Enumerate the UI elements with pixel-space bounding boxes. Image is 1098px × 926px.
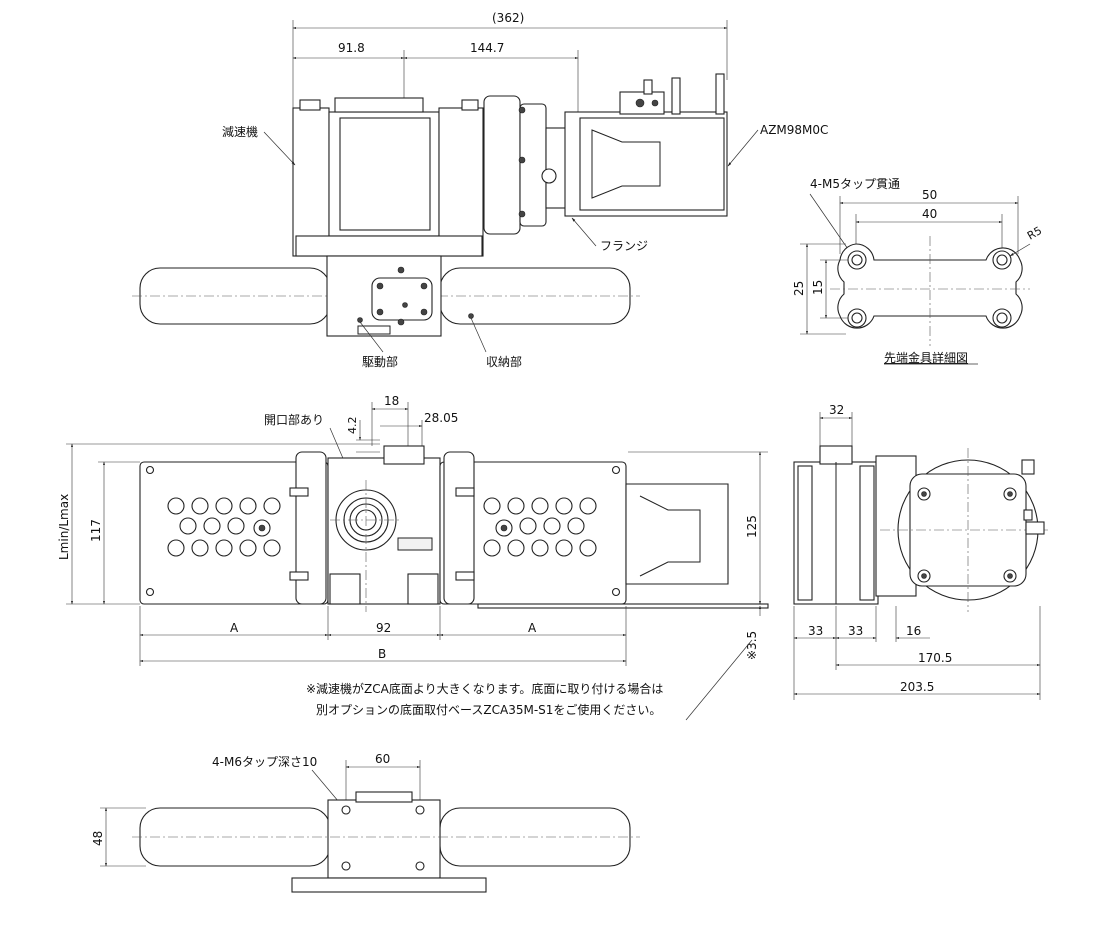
label-opening: 開口部あり: [264, 412, 324, 427]
dim-15: 15: [811, 280, 825, 295]
dim-3-5: ※3.5: [745, 631, 759, 660]
vent-holes-right: [483, 497, 597, 557]
label-tip-detail: 先端金具詳細図: [884, 350, 968, 365]
label-motor-model: AZM98M0C: [760, 123, 828, 137]
dim-203-5: 203.5: [900, 680, 934, 694]
dim-18: 18: [384, 394, 399, 408]
dim-overall: (362): [492, 11, 524, 25]
reducer-body: [292, 107, 330, 257]
dim-32: 32: [829, 403, 844, 417]
dim-117: 117: [89, 519, 103, 542]
dim-170-5: 170.5: [918, 651, 952, 665]
top-view: (362) 91.8 144.7: [132, 11, 828, 369]
dim-b: B: [378, 647, 386, 661]
note-line-1: ※減速機がZCA底面より大きくなります。底面に取り付ける場合は: [306, 681, 663, 696]
dim-91-8: 91.8: [338, 41, 365, 55]
dim-92: 92: [376, 621, 391, 635]
note-line-2: 別オプションの底面取付ベースZCA35M-S1をご使用ください。: [316, 702, 661, 717]
dim-40: 40: [922, 207, 937, 221]
side-view: 32 33 33 16 170.5 203.5: [793, 403, 1048, 700]
dim-4-2: 4.2: [346, 417, 359, 435]
dim-28-05: 28.05: [424, 411, 458, 425]
flange: [483, 95, 521, 235]
label-tap-m5: 4-M5タップ貫通: [810, 177, 900, 191]
dim-144-7: 144.7: [470, 41, 504, 55]
label-storage-unit: 収納部: [486, 354, 522, 369]
dim-50: 50: [922, 188, 937, 202]
tip-detail-view: 4-M5タップ貫通 50 40 R5 25 15 先端金具詳細図: [792, 177, 1044, 365]
front-view: 開口部あり 18 28.05 4.2 Lmin/Lmax 117: [57, 394, 769, 721]
dim-33-b: 33: [848, 624, 863, 638]
vent-holes-left: [167, 497, 281, 557]
label-flange: フランジ: [600, 239, 648, 253]
dim-125: 125: [745, 515, 759, 538]
dim-lmin-lmax: Lmin/Lmax: [57, 494, 71, 560]
dim-r5: R5: [1025, 224, 1044, 243]
dim-a-right: A: [528, 621, 537, 635]
dim-a-left: A: [230, 621, 239, 635]
dim-60: 60: [375, 752, 390, 766]
label-tap-m6: 4-M6タップ深さ10: [212, 755, 317, 769]
label-drive-unit: 駆動部: [362, 354, 398, 369]
dim-33-a: 33: [808, 624, 823, 638]
dim-16: 16: [906, 624, 921, 638]
bottom-view: 4-M6タップ深さ10 60 48: [91, 752, 640, 893]
motor-side: [625, 483, 729, 585]
label-reducer: 減速機: [222, 124, 258, 139]
dim-48: 48: [91, 831, 105, 846]
dim-25: 25: [792, 281, 806, 296]
